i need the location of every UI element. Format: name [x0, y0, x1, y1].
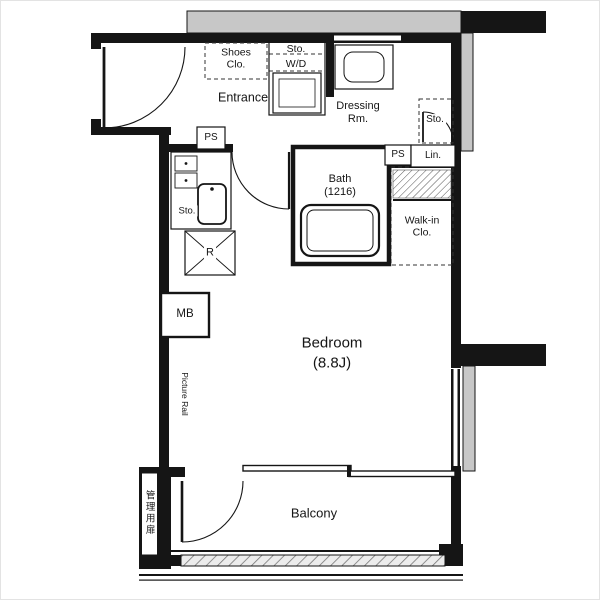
label-bedroom-line1: Bedroom: [301, 334, 363, 352]
dressing-window-icon: [333, 33, 401, 36]
label-linen: Lin.: [424, 150, 442, 162]
stove-icon: [174, 155, 198, 172]
label-shoes-closet-line1: Shoes: [221, 46, 251, 59]
label-walk-in-line2: Clo.: [412, 227, 432, 239]
linen-box: [410, 144, 456, 168]
doors: [102, 46, 454, 543]
label-storage-top: Sto.: [286, 42, 306, 55]
closet-outlines: [204, 42, 454, 266]
pipe-space-left-box: [196, 126, 226, 150]
washer-dryer-icon: [272, 72, 322, 114]
balcony-railing: [139, 550, 463, 581]
label-bedroom: Bedroom (8.8J): [302, 334, 363, 373]
meter-box: [159, 291, 211, 339]
label-balcony: Balcony: [290, 505, 338, 521]
label-walk-in-line1: Walk-in: [404, 214, 440, 227]
bedroom-side-window-icon: [451, 369, 454, 466]
label-washer-dryer: W/D: [285, 57, 307, 70]
label-walk-in-closet: Walk-in Clo.: [405, 215, 440, 240]
label-pipe-space-left: PS: [204, 132, 218, 144]
label-storage-kitchen: Sto.: [176, 205, 198, 217]
shoes-closet-outline: [204, 42, 268, 80]
label-picture-rail: Picture Rail: [180, 372, 191, 416]
balcony-sliding-window-icon: [242, 464, 352, 472]
label-shoes-closet-line2: Clo.: [226, 59, 246, 71]
hanger-rail-icon: [392, 169, 452, 199]
label-service-door: 管理用扉: [143, 490, 155, 536]
label-dressing-line1: Dressing: [336, 100, 380, 113]
label-dressing-room: Dressing Rm.: [336, 100, 379, 126]
label-bedroom-line2: (8.8J): [312, 354, 352, 371]
label-meter-box: MB: [176, 308, 194, 321]
label-pipe-space-right: PS: [391, 149, 405, 161]
storage-wd-unit: [268, 40, 326, 116]
neighbor-structures: [186, 10, 546, 472]
service-door-panel: [141, 472, 158, 556]
label-storage-upper-right: Sto.: [424, 114, 446, 126]
label-entrance: Entrance: [217, 90, 269, 105]
fixtures: [141, 40, 456, 556]
kitchen-sink-icon: [197, 183, 227, 225]
windows: [242, 33, 460, 478]
storage-upper-right-outline: [418, 98, 454, 144]
label-bath-line2: (1216): [324, 186, 356, 198]
bathtub-icon: [299, 203, 381, 258]
label-shoes-closet: Shoes Clo.: [221, 47, 251, 72]
label-refrigerator: R: [204, 246, 216, 260]
label-dressing-line2: Rm.: [347, 113, 369, 125]
vanity-unit-icon: [334, 44, 394, 90]
label-bath: Bath (1216): [324, 173, 356, 199]
label-bath-line1: Bath: [328, 173, 352, 186]
